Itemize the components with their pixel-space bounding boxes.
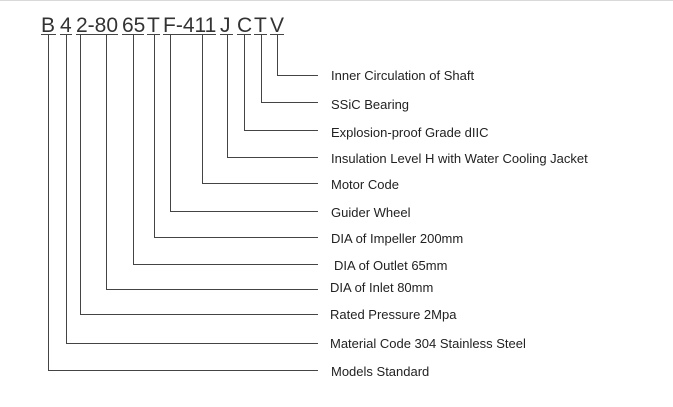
leader-f-411	[202, 35, 318, 184]
code-segment-t: T	[147, 14, 160, 37]
leader-2	[80, 35, 318, 315]
code-segment-2-80: 2-80	[76, 14, 118, 37]
label-models-standard: Models Standard	[331, 364, 429, 379]
label-material-code: Material Code 304 Stainless Steel	[330, 336, 526, 351]
label-rated-pressure: Rated Pressure 2Mpa	[330, 307, 457, 322]
meaning-labels: Inner Circulation of Shaft SSiC Bearing …	[330, 68, 588, 379]
leader-j	[227, 35, 318, 158]
leader-b	[48, 35, 318, 371]
code-segment-c: C	[237, 14, 252, 37]
code-segment-j: J	[220, 14, 231, 37]
code-segment-b: B	[41, 14, 55, 37]
leader-65	[133, 35, 318, 265]
leader-c	[244, 35, 318, 131]
label-insulation-level: Insulation Level H with Water Cooling Ja…	[331, 151, 588, 166]
code-segment-t2: T	[254, 14, 267, 37]
label-motor-code: Motor Code	[331, 177, 399, 192]
code-segment-v: V	[270, 14, 284, 37]
leader-v	[277, 35, 318, 76]
leader-4	[66, 35, 318, 344]
leader-t	[154, 35, 318, 238]
leader-f-411-guider	[170, 35, 318, 212]
label-impeller-dia: DIA of Impeller 200mm	[331, 231, 463, 246]
model-code-row: B 4 2-80 65 T F-411 J C T V	[41, 14, 284, 37]
label-inner-circulation: Inner Circulation of Shaft	[331, 68, 474, 83]
label-inlet-dia: DIA of Inlet 80mm	[330, 280, 433, 295]
code-segment-4: 4	[60, 14, 72, 37]
leader-80	[106, 35, 318, 290]
label-guider-wheel: Guider Wheel	[331, 205, 411, 220]
code-segment-65: 65	[122, 14, 145, 37]
label-bearing: SSiC Bearing	[331, 97, 409, 112]
label-explosion-proof: Explosion-proof Grade dIIC	[331, 125, 489, 140]
label-outlet-dia: DIA of Outlet 65mm	[334, 258, 447, 273]
code-segment-f-411: F-411	[163, 14, 216, 37]
leader-t2	[261, 35, 318, 103]
leader-lines	[48, 35, 318, 371]
